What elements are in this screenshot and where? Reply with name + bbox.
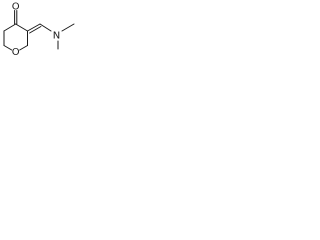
ring-bond-o1-c6 bbox=[3, 45, 13, 51]
ring-oxygen-label: O bbox=[12, 47, 20, 58]
amine-nitrogen-label: N bbox=[53, 31, 60, 42]
exocyclic-double-bond-a bbox=[27, 23, 41, 32]
chemical-structure: O O N bbox=[3, 2, 75, 58]
ring-bond-c2-o1 bbox=[19, 45, 28, 51]
methine-nitrogen-bond bbox=[39, 23, 52, 32]
n-methyl-bond-up bbox=[61, 23, 75, 32]
carbonyl-oxygen-label: O bbox=[12, 2, 20, 13]
ring-bond-c4-c3 bbox=[15, 23, 28, 32]
ring-bond-c5-c4 bbox=[3, 23, 17, 32]
exocyclic-double-bond-b bbox=[29, 26, 42, 34]
